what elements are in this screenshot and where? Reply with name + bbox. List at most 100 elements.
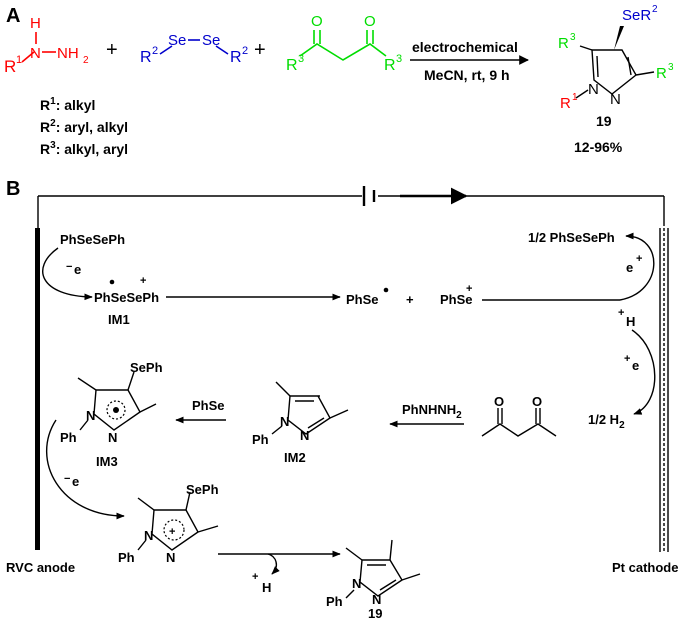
proton-sign: + <box>618 307 624 319</box>
cation-sign: + <box>140 275 146 287</box>
svg-text:O: O <box>311 13 323 30</box>
svg-text:R: R <box>140 49 152 66</box>
svg-text:2: 2 <box>652 4 658 15</box>
svg-text:19: 19 <box>368 606 382 619</box>
electron-in-2-sign: + <box>624 353 630 365</box>
electron-out-2: e <box>72 474 79 489</box>
svg-text:R: R <box>560 95 571 112</box>
half-h2: 1/2 H2 <box>588 412 625 431</box>
svg-text:SePh: SePh <box>186 482 219 497</box>
plus-sign-2: + <box>254 39 266 61</box>
hydrazine: R 1 H N NH 2 <box>4 15 89 76</box>
svg-text:Ph: Ph <box>118 550 135 565</box>
svg-text:R3: alkyl, aryl: R3: alkyl, aryl <box>40 140 128 157</box>
acetylacetone: N O O <box>481 394 557 437</box>
reduction-curve <box>619 232 655 301</box>
svg-text:3: 3 <box>668 62 674 73</box>
proton-loss-curve <box>267 553 280 575</box>
svg-text:N: N <box>300 428 309 443</box>
svg-text:N: N <box>372 592 381 607</box>
svg-text:SeR: SeR <box>622 7 651 24</box>
svg-text:R: R <box>286 57 298 74</box>
svg-text:Ph: Ph <box>326 594 343 609</box>
phse-add: PhSe <box>192 398 225 413</box>
electron-in-1-sign: + <box>636 253 642 265</box>
half-phsesesph: 1/2 PhSeSePh <box>528 230 615 245</box>
svg-text:N: N <box>144 528 153 543</box>
im3-intermediate: SePh N N Ph IM3 <box>60 360 163 469</box>
plus-b: + <box>406 292 414 307</box>
svg-text:1: 1 <box>572 92 578 103</box>
phsesesph: PhSeSePh <box>60 232 125 247</box>
svg-text:12-96%: 12-96% <box>574 139 623 155</box>
condition-bottom: MeCN, rt, 9 h <box>424 67 510 83</box>
minus-sign-1: − <box>66 261 72 273</box>
svg-text:N: N <box>610 91 621 108</box>
plus-sign: + <box>106 39 118 61</box>
svg-text:Se: Se <box>168 32 186 49</box>
svg-text:19: 19 <box>596 113 612 129</box>
circuit <box>37 186 665 230</box>
svg-text:R: R <box>384 57 396 74</box>
svg-text:N: N <box>86 408 95 423</box>
svg-text:3: 3 <box>298 53 304 65</box>
oxidation-curve-2 <box>46 419 125 520</box>
svg-text:R: R <box>230 49 242 66</box>
electron-in-1: e <box>626 260 633 275</box>
anode-label: RVC anode <box>6 560 75 575</box>
diketone: O O R 3 R 3 <box>286 13 402 74</box>
svg-text:SePh: SePh <box>130 360 163 375</box>
cathode-label: Pt cathode <box>612 560 678 575</box>
svg-text:3: 3 <box>396 53 402 65</box>
svg-text:2: 2 <box>83 55 89 66</box>
svg-text:Ph: Ph <box>60 430 77 445</box>
svg-text:N: N <box>352 576 361 591</box>
condition-top: electrochemical <box>412 39 518 55</box>
phse-cation-sign: + <box>466 283 472 295</box>
radical-cation: PhSeSePh <box>94 290 159 305</box>
h2-curve <box>631 329 656 415</box>
minus-sign-2: − <box>64 473 70 485</box>
electron-out-1: e <box>74 262 81 277</box>
svg-text:O: O <box>532 394 542 409</box>
svg-text:N: N <box>30 45 41 62</box>
svg-text:IM3: IM3 <box>96 454 118 469</box>
panel-a-label: A <box>6 5 20 27</box>
oxidation-curve <box>42 247 93 301</box>
svg-text:+: + <box>169 526 175 538</box>
proton: H <box>626 314 635 329</box>
svg-text:IM2: IM2 <box>284 450 306 465</box>
svg-text:O: O <box>494 394 504 409</box>
svg-text:R: R <box>4 57 16 76</box>
radical-dot <box>109 279 115 285</box>
svg-text:3: 3 <box>570 32 576 43</box>
electron-in-2: e <box>632 358 639 373</box>
panel-b-label: B <box>6 178 20 200</box>
svg-text:Se: Se <box>202 32 220 49</box>
rvc-anode <box>35 228 40 550</box>
svg-text:N: N <box>108 430 117 445</box>
svg-text:2: 2 <box>242 45 248 57</box>
svg-text:R: R <box>656 65 667 82</box>
svg-text:Ph: Ph <box>252 432 269 447</box>
phnhnh2: PhNHNH2 <box>402 402 462 421</box>
im1-label: IM1 <box>108 312 130 327</box>
svg-text:NH: NH <box>57 45 79 62</box>
pt-cathode <box>659 228 669 552</box>
svg-text:N: N <box>166 550 175 565</box>
svg-text:N: N <box>280 414 289 429</box>
svg-text:R1: alkyl: R1: alkyl <box>40 96 95 113</box>
svg-text:R2: aryl, alkyl: R2: aryl, alkyl <box>40 118 128 135</box>
substituent-legend: R1: alkyl R2: aryl, alkyl R3: alkyl, ary… <box>40 96 128 157</box>
svg-text:R: R <box>558 35 569 52</box>
diselenide: R 2 Se Se R 2 <box>140 32 248 66</box>
cationic-intermediate: + SePh N N Ph <box>118 482 219 565</box>
svg-text:1: 1 <box>16 54 22 66</box>
svg-text:2: 2 <box>152 45 158 57</box>
svg-text:H: H <box>30 15 41 32</box>
svg-text:O: O <box>364 13 376 30</box>
phse-radical: PhSe <box>346 292 379 307</box>
proton-out: H <box>262 580 271 595</box>
svg-text:N: N <box>588 81 599 98</box>
